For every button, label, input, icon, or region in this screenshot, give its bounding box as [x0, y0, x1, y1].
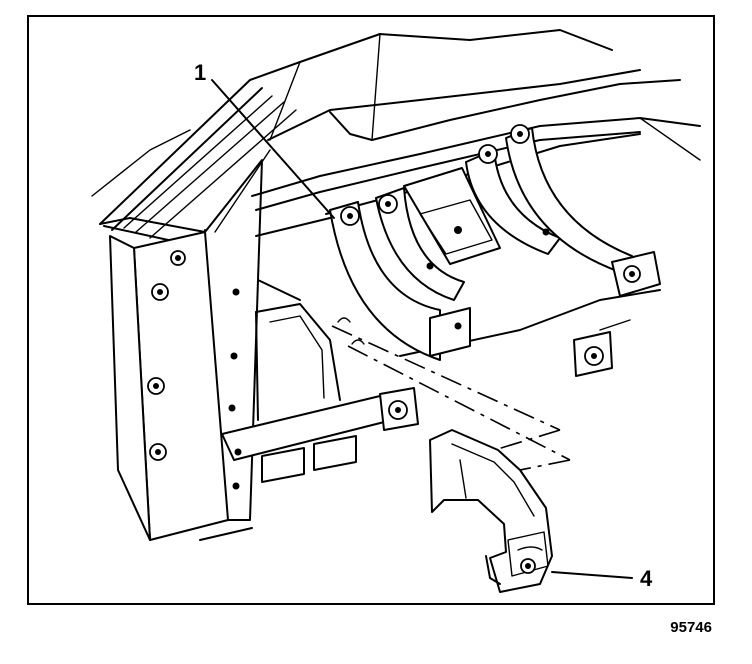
- cowl-panel: [251, 29, 701, 211]
- callout-4: 4: [640, 566, 653, 591]
- bracket-part-4: [429, 429, 553, 593]
- leader-line-4: [551, 571, 633, 579]
- callout-1: 1: [194, 60, 206, 85]
- hinge-pillar: [109, 149, 271, 541]
- leader-line-1: [211, 79, 335, 219]
- instrument-panel-brackets: [325, 124, 661, 431]
- figure-number: 95746: [670, 619, 712, 636]
- alignment-lines: [331, 317, 571, 477]
- diagram-frame: [27, 15, 715, 605]
- roof-pillar: [91, 61, 301, 249]
- lower-rail: [221, 217, 393, 483]
